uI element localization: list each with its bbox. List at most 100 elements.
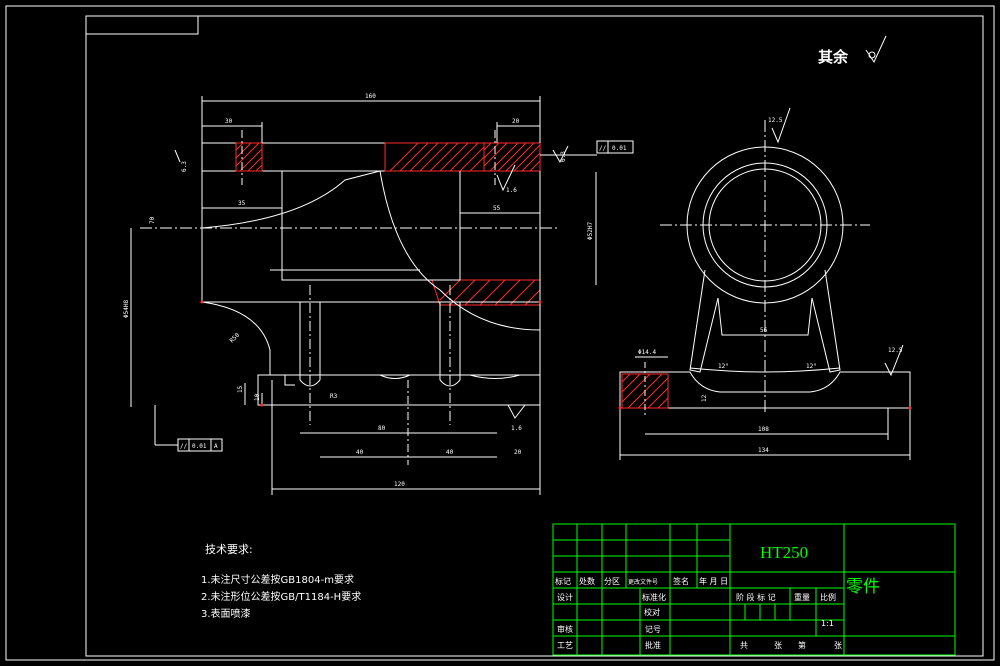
- slot-arcs: [299, 379, 461, 387]
- side-view-dim-labels: 12.5 12.5 Φ14.4 56 12° 12° 12 108 134: [638, 117, 903, 454]
- roughness-symbol-side-right: [884, 344, 904, 377]
- dim-label-right-boss: 20: [512, 118, 520, 125]
- ribs: [299, 302, 461, 380]
- dim-label-spacing-3: 20: [514, 449, 522, 456]
- tech-req-item: 2.未注形位公差按GB/T1184-H要求: [201, 590, 361, 603]
- scale-label: 比例: [820, 592, 836, 602]
- fillet-curve-left: [201, 170, 381, 229]
- inner-frame: [85, 15, 984, 657]
- rev-header: 更改文件号: [628, 578, 658, 586]
- left-support: [689, 269, 719, 373]
- roughness-symbol-side-top: [771, 107, 791, 144]
- title-block-text: HT250 零件 标记 处数 分区 更改文件号 签名 年 月 日 设计 标准化 …: [555, 543, 880, 650]
- svg-text://: //: [180, 443, 188, 450]
- side-view: [618, 107, 912, 460]
- svg-text:其余: 其余: [818, 48, 849, 66]
- dim-label-left-boss: 30: [225, 118, 233, 125]
- dim-label-base-mid: 15: [237, 385, 244, 393]
- sheet-total: 共: [740, 641, 748, 650]
- row-review: 校对: [644, 607, 660, 617]
- tech-requirements: 技术要求: 1.未注尺寸公差按GB1804-m要求 2.未注形位公差按GB/T1…: [201, 543, 361, 620]
- dim-label-base-inner: 108: [758, 426, 769, 433]
- base-plate: [257, 374, 541, 406]
- dim-label-center-span: 80: [378, 425, 386, 432]
- base-details: [284, 374, 521, 386]
- dim-label-bore-dia: Φ52H7: [587, 222, 594, 240]
- title-block: [552, 523, 956, 656]
- roughness-symbol-bottom: [507, 404, 527, 419]
- roughness-note: 其余: [818, 35, 887, 66]
- rev-header: 分区: [604, 577, 620, 586]
- outer-frame: [5, 5, 995, 661]
- side-roughness-top: 12.5: [768, 117, 783, 124]
- corner-box: [85, 15, 199, 35]
- front-view: [130, 96, 597, 495]
- roughness-symbol-step: [552, 145, 569, 164]
- svg-text://: //: [599, 145, 607, 152]
- dim-label-hole: Φ14.4: [638, 349, 656, 356]
- dim-label-r-small: R3: [330, 393, 338, 400]
- dim-label-side-base: 12: [701, 394, 708, 402]
- dim-label-right-step: 6.3: [560, 151, 567, 162]
- roughness-value-bottom: 1.6: [511, 425, 522, 432]
- rev-header: 标记: [555, 576, 571, 586]
- weight-label: 重量: [794, 592, 810, 602]
- dim-label-base-total: 134: [758, 447, 769, 454]
- hatch-area-lower: [431, 279, 541, 306]
- sheet-unit-2: 张: [834, 641, 842, 650]
- dim-label-spacing-2: 40: [446, 449, 454, 456]
- row-record: 记号: [645, 625, 661, 634]
- tolerance-frame-top: // 0.01: [596, 140, 634, 154]
- rev-header: 签名: [673, 576, 689, 586]
- row-craft: 工艺: [557, 641, 573, 650]
- tolerance-frame-bottom: // 0.01 A: [177, 438, 223, 452]
- dim-label-left-height: Φ54H8: [123, 300, 130, 318]
- roughness-symbol-top: [496, 164, 516, 192]
- front-view-dim-labels: 160 30 20 6.3 6.3 35 55 70 Φ52H7 Φ54H8 R…: [123, 93, 594, 488]
- side-base: [619, 371, 911, 409]
- rev-header: 年 月 日: [699, 576, 728, 586]
- bore-outline: [281, 171, 461, 281]
- svg-text:A: A: [214, 443, 218, 450]
- dim-label-angle-left: 12°: [718, 363, 729, 370]
- hatch-area-right: [483, 142, 541, 172]
- side-roughness-right: 12.5: [888, 347, 903, 354]
- angle-arc-left: [689, 367, 766, 373]
- tech-req-item: 3.表面喷漆: [201, 607, 251, 620]
- dim-label-spacing-1: 40: [356, 449, 364, 456]
- dim-label-overall-width: 160: [365, 93, 376, 100]
- dim-label-angle-right: 12°: [806, 363, 817, 370]
- stage-label: 阶 段 标 记: [736, 592, 776, 602]
- row-approve: 批准: [645, 640, 661, 650]
- dim-label-base-small: 10: [254, 393, 261, 401]
- svg-text:0.01: 0.01: [192, 443, 207, 450]
- angle-arc-right: [764, 367, 841, 373]
- part-name: 零件: [846, 577, 880, 597]
- dim-label-bore-left: 35: [238, 200, 246, 207]
- tech-req-item: 1.未注尺寸公差按GB1804-m要求: [201, 573, 354, 586]
- row-std: 标准化: [642, 592, 666, 602]
- dim-label-radius: R50: [228, 332, 241, 345]
- leg-outline: [201, 301, 541, 376]
- hatch-area-center: [384, 142, 485, 172]
- dim-label-left-step: 6.3: [181, 161, 188, 172]
- dim-label-base-length: 120: [394, 481, 405, 488]
- dim-label-height: 70: [149, 216, 156, 224]
- tech-req-title: 技术要求:: [205, 543, 253, 556]
- row-check: 审核: [557, 624, 573, 634]
- rev-header: 处数: [579, 576, 595, 586]
- material-label: HT250: [760, 543, 808, 562]
- right-support: [811, 269, 841, 373]
- body-outline: [201, 171, 541, 303]
- roughness-value-top: 1.6: [506, 187, 517, 194]
- row-design: 设计: [557, 592, 573, 602]
- scale-value: 1:1: [821, 619, 834, 628]
- dim-label-bore-right: 55: [493, 205, 501, 212]
- dim-label-rib: 56: [760, 327, 768, 334]
- hatch-area-left: [235, 142, 263, 172]
- sheet-unit: 张: [774, 641, 782, 650]
- sheet-no: 第: [798, 640, 806, 650]
- svg-text:0.01: 0.01: [612, 145, 627, 152]
- fillet-curve-right: [379, 170, 541, 331]
